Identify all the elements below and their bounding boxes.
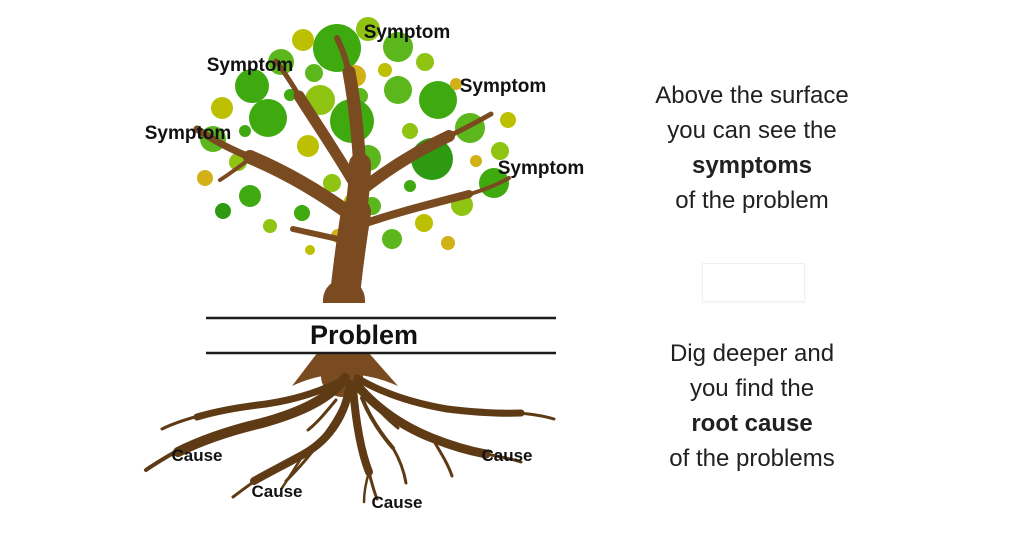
blank-rectangle bbox=[702, 263, 805, 302]
root-path bbox=[144, 446, 184, 472]
root-path bbox=[193, 376, 347, 421]
caption-line: of the problem bbox=[675, 187, 829, 214]
branch-path bbox=[193, 125, 256, 162]
root-path bbox=[430, 436, 454, 478]
branch-path bbox=[273, 58, 304, 102]
leaf-circle bbox=[268, 49, 294, 75]
root-path bbox=[280, 452, 306, 490]
cause-label: Cause bbox=[481, 446, 533, 465]
leaf-circle bbox=[305, 64, 323, 82]
leaf-circle bbox=[284, 89, 296, 101]
branch-path bbox=[353, 130, 455, 198]
symptom-label: Symptom bbox=[459, 76, 547, 97]
cause-label: Cause bbox=[251, 482, 303, 501]
leaf-circle bbox=[441, 236, 455, 250]
branch-path bbox=[334, 35, 353, 81]
leaf-circle bbox=[305, 245, 315, 255]
symptom-label: Symptom bbox=[144, 123, 232, 144]
cause-label: Cause bbox=[371, 493, 423, 512]
symptom-label: Symptom bbox=[206, 55, 294, 76]
leaf-circle bbox=[294, 205, 310, 221]
leaf-circle bbox=[249, 99, 287, 137]
branch-path bbox=[353, 190, 473, 230]
branch-path bbox=[444, 111, 494, 140]
leaf-circle bbox=[491, 142, 509, 160]
leaf-circle bbox=[416, 53, 434, 71]
branch-path bbox=[243, 150, 360, 223]
leaf-circle bbox=[470, 155, 482, 167]
caption-line: Above the surface bbox=[655, 82, 849, 109]
problem-label: Problem bbox=[309, 320, 419, 350]
branch-path bbox=[218, 156, 253, 182]
root-path bbox=[391, 446, 408, 485]
branch-path bbox=[342, 65, 367, 177]
root-path bbox=[515, 411, 556, 421]
leaf-circle bbox=[383, 32, 413, 62]
caption-line-bold: symptoms bbox=[691, 152, 813, 179]
cause-label: Cause bbox=[171, 446, 223, 465]
root-cause-caption: Dig deeper and you find the root cause o… bbox=[602, 336, 902, 476]
leaf-circle bbox=[382, 229, 402, 249]
root-path bbox=[370, 400, 400, 430]
root-path bbox=[306, 398, 338, 432]
root-path bbox=[362, 470, 371, 504]
root-path bbox=[231, 476, 261, 499]
root-path bbox=[365, 464, 379, 501]
leaf-circle bbox=[239, 125, 251, 137]
leaf-circle bbox=[323, 174, 341, 192]
root-path bbox=[316, 392, 350, 446]
problem-band bbox=[150, 303, 580, 356]
tree-roots bbox=[144, 373, 556, 504]
symptoms-caption: Above the surface you can see the sympto… bbox=[602, 78, 902, 218]
root-path bbox=[360, 396, 395, 450]
leaf-circle bbox=[211, 97, 233, 119]
caption-line: of the problems bbox=[669, 445, 835, 472]
branch-path bbox=[465, 176, 511, 197]
root-path bbox=[173, 373, 350, 457]
trunk-base bbox=[292, 352, 398, 386]
leaf-circle bbox=[404, 180, 416, 192]
leaf-circle bbox=[313, 24, 361, 72]
leaf-circle bbox=[292, 29, 314, 51]
leaf-circle bbox=[500, 112, 516, 128]
root-path bbox=[160, 413, 204, 431]
leaf-circle bbox=[297, 135, 319, 157]
caption-line: you can see the bbox=[667, 117, 837, 144]
leaf-circle bbox=[450, 78, 462, 90]
root-path bbox=[479, 451, 523, 464]
leaf-circle bbox=[215, 203, 231, 219]
leaf-circle bbox=[415, 214, 433, 232]
leaf-circle bbox=[402, 123, 418, 139]
leaf-circle bbox=[356, 17, 380, 41]
caption-line: you find the bbox=[689, 375, 815, 402]
branch-path bbox=[293, 90, 363, 194]
caption-line-bold: root cause bbox=[691, 410, 813, 437]
root-path bbox=[353, 374, 525, 417]
leaf-circle bbox=[263, 219, 277, 233]
branch-path bbox=[290, 226, 354, 245]
leaf-circle bbox=[378, 63, 392, 77]
symptom-label: Symptom bbox=[363, 22, 451, 43]
caption-line: Dig deeper and bbox=[669, 340, 835, 367]
leaf-circle bbox=[384, 76, 412, 104]
leaf-circle bbox=[197, 170, 213, 186]
root-path bbox=[351, 379, 491, 459]
leaf-circle bbox=[235, 69, 269, 103]
leaf-circle bbox=[239, 185, 261, 207]
symptom-label: Symptom bbox=[497, 158, 585, 179]
leaf-circle bbox=[419, 81, 457, 119]
